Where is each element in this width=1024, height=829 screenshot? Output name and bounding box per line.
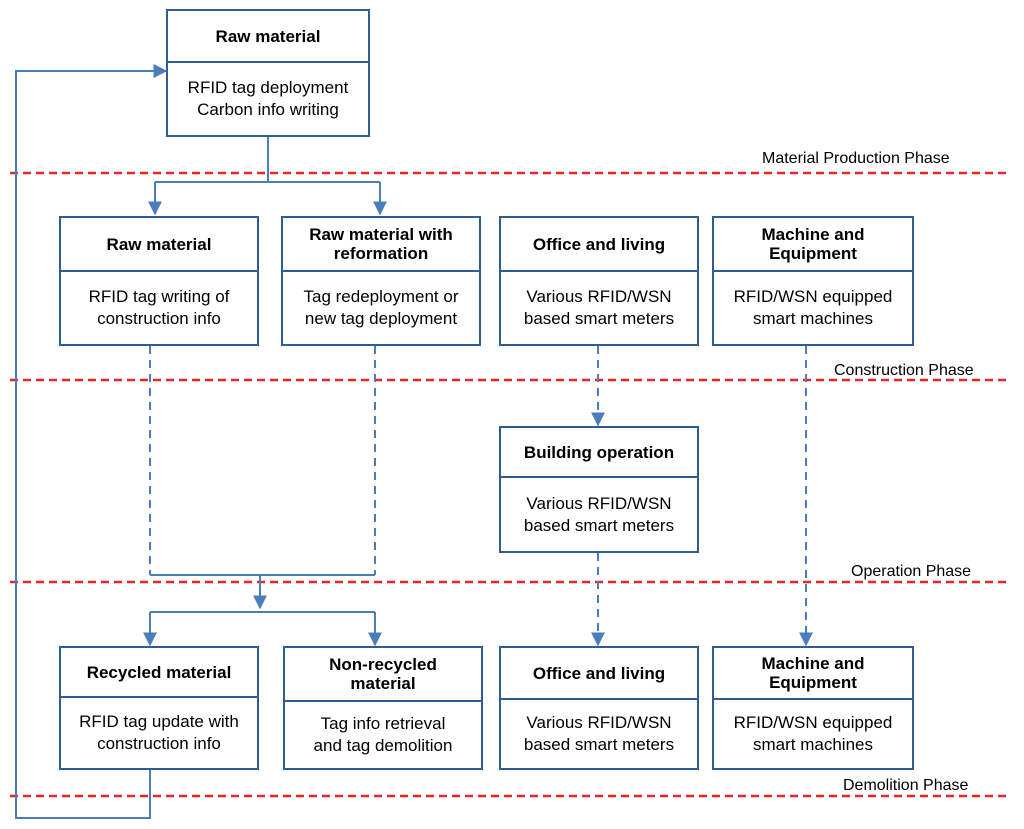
box-building-operation: Building operation Various RFID/WSN base… xyxy=(499,426,699,553)
box-title: Building operation xyxy=(501,428,697,478)
box-title: Machine and Equipment xyxy=(714,648,912,700)
box-title: Non-recycled material xyxy=(285,648,481,702)
recycle-loop-arrow xyxy=(15,64,168,819)
box-title: Raw material xyxy=(168,11,368,63)
box-description: Various RFID/WSN based smart meters xyxy=(523,713,675,754)
box-raw-material-construction: Raw material RFID tag writing of constru… xyxy=(59,216,259,346)
connector-demolition-split xyxy=(143,574,382,647)
box-description: RFID tag deployment Carbon info writing xyxy=(187,78,349,119)
box-description: Tag info retrieval and tag demolition xyxy=(313,714,453,755)
box-description: Various RFID/WSN based smart meters xyxy=(523,287,675,328)
box-raw-material-top: Raw material RFID tag deployment Carbon … xyxy=(166,9,370,137)
box-description: Various RFID/WSN based smart meters xyxy=(523,493,675,535)
box-recycled-material: Recycled material RFID tag update with c… xyxy=(59,646,259,770)
box-machine-equipment-demolition: Machine and Equipment RFID/WSN equipped … xyxy=(712,646,914,770)
box-title: Office and living xyxy=(501,648,697,700)
box-description: RFID tag writing of construction info xyxy=(88,287,230,328)
box-description: RFID/WSN equipped smart machines xyxy=(733,713,893,754)
box-office-living-demolition: Office and living Various RFID/WSN based… xyxy=(499,646,699,770)
phase-label-material-production: Material Production Phase xyxy=(762,150,950,167)
phase-label-demolition: Demolition Phase xyxy=(843,777,969,794)
box-title: Machine and Equipment xyxy=(714,218,912,272)
box-title: Office and living xyxy=(501,218,697,272)
box-title: Raw material xyxy=(61,218,257,272)
box-title: Raw material with reformation xyxy=(283,218,479,272)
box-description: RFID tag update with construction info xyxy=(79,712,239,753)
connector-construction-dashed xyxy=(149,346,813,647)
phase-label-construction: Construction Phase xyxy=(834,362,974,379)
box-description: Tag redeployment or new tag deployment xyxy=(303,287,459,328)
box-non-recycled-material: Non-recycled material Tag info retrieval… xyxy=(283,646,483,770)
box-description: RFID/WSN equipped smart machines xyxy=(733,287,893,328)
box-raw-material-reformation: Raw material with reformation Tag redepl… xyxy=(281,216,481,346)
box-office-living-construction: Office and living Various RFID/WSN based… xyxy=(499,216,699,346)
connector-top-split xyxy=(148,137,387,216)
box-machine-equipment-construction: Machine and Equipment RFID/WSN equipped … xyxy=(712,216,914,346)
phase-label-operation: Operation Phase xyxy=(851,563,972,580)
box-title: Recycled material xyxy=(61,648,257,698)
